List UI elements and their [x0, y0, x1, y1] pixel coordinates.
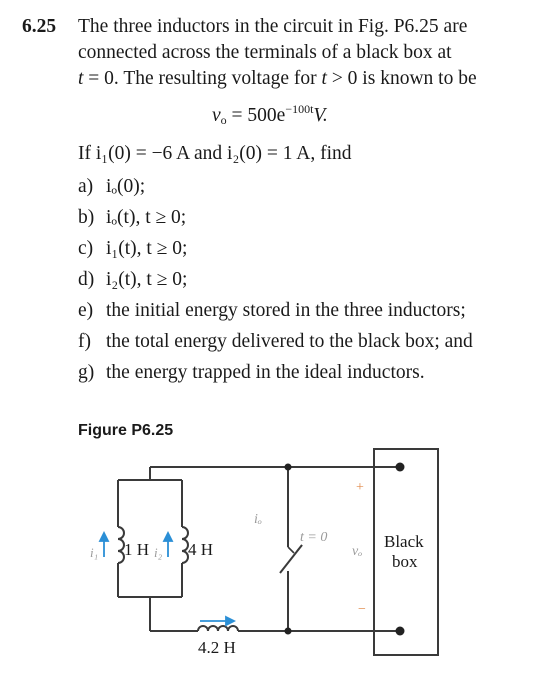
eq-rhs: = 500e: [226, 105, 286, 126]
statement-line-1: The three inductors in the circuit in Fi…: [78, 16, 468, 37]
eq-lhs: v: [212, 105, 221, 126]
label-box: box: [392, 552, 418, 571]
arrow-i2-head: [162, 530, 174, 542]
inductor-1h-coil: [117, 526, 125, 564]
problem: 6.25 The three inductors in the circuit …: [22, 14, 522, 388]
part-d: d) i₂(t), t ≥ 0;: [78, 264, 522, 295]
part-c: c) i₁(t), t ≥ 0;: [78, 233, 522, 264]
label-io: iₒ: [254, 512, 262, 527]
inductor-4-2h-coil: [197, 625, 239, 632]
part-label: e): [78, 299, 94, 321]
problem-statement: The three inductors in the circuit in Fi…: [78, 14, 524, 92]
part-text: the total energy delivered to the black …: [106, 330, 473, 352]
current-arrows: [98, 530, 237, 627]
part-text: iₒ(t), t ≥ 0;: [106, 206, 187, 228]
problem-number: 6.25: [22, 16, 57, 37]
statement-line-3: t = 0. The resulting voltage for t > 0 i…: [78, 66, 524, 92]
junction-bottom: [284, 627, 292, 635]
part-e: e) the initial energy stored in the three…: [78, 295, 522, 326]
terminal-top: [395, 462, 405, 472]
label-4h: 4 H: [188, 540, 213, 559]
part-label: f): [78, 330, 91, 352]
part-text: iₒ(0);: [106, 175, 146, 197]
terminal-bottom: [395, 626, 405, 636]
statement-line-2: connected across the terminals of a blac…: [78, 42, 452, 63]
figure-title: Figure P6.25: [78, 422, 174, 439]
part-label: c): [78, 237, 94, 259]
part-text: i₂(t), t ≥ 0;: [106, 268, 188, 290]
part-label: b): [78, 206, 95, 228]
part-label: d): [78, 268, 95, 290]
statement-line-3-d: > 0 is known to be: [326, 68, 477, 89]
label-4-2h: 4.2 H: [198, 638, 236, 657]
eq-unit: V.: [313, 105, 328, 126]
part-text: the energy trapped in the ideal inductor…: [106, 361, 425, 383]
given-conditions: If i₁(0) = −6 A and i₂(0) = 1 A, find: [78, 143, 352, 164]
switch-contact: [287, 546, 295, 554]
statement-line-3-b: = 0. The resulting voltage for: [83, 68, 322, 89]
voltage-equation: vo = 500e−100tV.: [212, 96, 522, 133]
parts-list: a) iₒ(0); b) iₒ(t), t ≥ 0; c) i₁(t), t ≥ 0;…: [78, 171, 522, 388]
label-switch-time: t = 0: [300, 530, 327, 545]
part-g: g) the energy trapped in the ideal induct…: [78, 357, 522, 388]
var-t-2: t: [321, 68, 327, 89]
var-t: t: [78, 68, 84, 89]
label-vo: vₒ: [352, 544, 362, 559]
junction-top: [284, 463, 292, 471]
part-label: g): [78, 361, 95, 383]
label-plus: +: [356, 480, 364, 495]
part-text: the initial energy stored in the three i…: [106, 299, 466, 321]
switch-arrowhead: [296, 544, 303, 552]
part-a: a) iₒ(0);: [78, 171, 522, 202]
part-text: i₁(t), t ≥ 0;: [106, 237, 188, 259]
arrow-io-head: [225, 615, 237, 627]
eq-lhs-sub: o: [220, 113, 227, 127]
circuit-diagram: i₁ 1 H i₂ 4 H 4.2 H iₒ t = 0 + vₒ − Blac…: [90, 448, 439, 657]
label-i2: i₂: [154, 545, 163, 560]
part-f: f) the total energy delivered to the blac…: [78, 326, 522, 357]
inductor-4h-coil: [181, 526, 189, 564]
part-b: b) iₒ(t), t ≥ 0;: [78, 202, 522, 233]
part-label: a): [78, 175, 94, 197]
circuit-wires: [117, 466, 400, 632]
label-minus: −: [358, 602, 366, 617]
label-i1: i₁: [90, 545, 98, 560]
eq-exponent: −100t: [285, 102, 314, 116]
label-1h: 1 H: [124, 540, 149, 559]
arrow-i1-head: [98, 530, 110, 542]
label-black: Black: [384, 532, 424, 551]
black-box: [373, 448, 439, 656]
